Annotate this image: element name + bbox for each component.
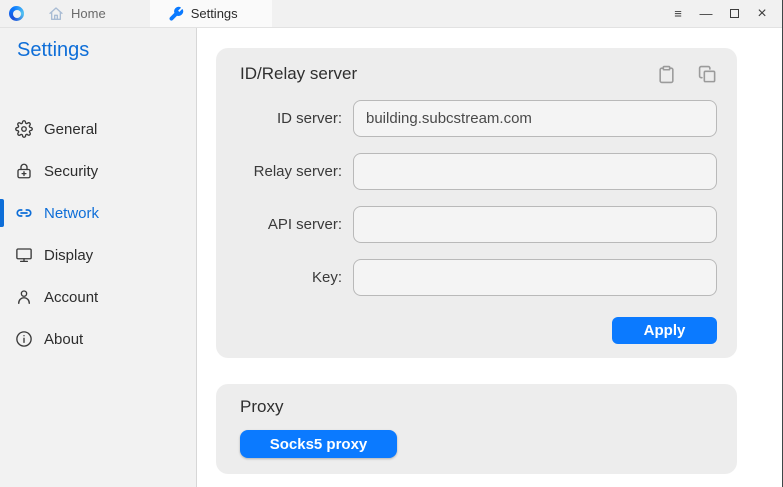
section-title-proxy: Proxy — [240, 397, 713, 417]
key-row: Key: — [240, 259, 717, 296]
relay-server-row: Relay server: — [240, 153, 717, 190]
network-settings-page: ID/Relay server — [197, 28, 782, 487]
sidebar-item-label: Network — [44, 205, 99, 222]
sidebar-item-label: General — [44, 121, 97, 138]
gear-icon — [15, 120, 33, 138]
sidebar-item-account[interactable]: Account — [0, 276, 196, 318]
sidebar-item-about[interactable]: About — [0, 318, 196, 360]
close-icon[interactable]: × — [750, 3, 774, 25]
sidebar-item-label: Account — [44, 289, 98, 306]
copy-icon[interactable] — [698, 65, 717, 84]
api-server-input[interactable] — [353, 206, 717, 243]
sidebar-item-label: About — [44, 331, 83, 348]
tab-home[interactable]: Home — [34, 0, 132, 27]
wrench-icon — [168, 6, 184, 22]
menu-icon[interactable]: ≡ — [666, 3, 690, 25]
key-label: Key: — [240, 269, 353, 286]
relay-server-label: Relay server: — [240, 163, 353, 180]
minimize-icon[interactable]: — — [694, 3, 718, 25]
sidebar: Settings General — [0, 28, 197, 487]
maximize-icon[interactable] — [722, 3, 746, 25]
window-controls: ≡ — × — [666, 0, 782, 27]
proxy-card: Proxy Socks5 proxy — [216, 384, 737, 474]
sidebar-item-display[interactable]: Display — [0, 234, 196, 276]
section-title-id-relay: ID/Relay server — [240, 64, 657, 84]
sidebar-item-label: Display — [44, 247, 93, 264]
monitor-icon — [15, 246, 33, 264]
sidebar-item-security[interactable]: Security — [0, 150, 196, 192]
info-icon — [15, 330, 33, 348]
apply-button[interactable]: Apply — [612, 317, 717, 344]
tab-home-label: Home — [71, 6, 106, 21]
tab-settings-label: Settings — [191, 6, 238, 21]
id-server-input[interactable] — [353, 100, 717, 137]
person-icon — [15, 288, 33, 306]
titlebar: Home Settings ≡ — × — [0, 0, 782, 28]
home-icon — [48, 6, 64, 22]
app-logo-icon — [0, 0, 34, 27]
paste-icon[interactable] — [657, 65, 676, 84]
sidebar-item-general[interactable]: General — [0, 108, 196, 150]
sidebar-item-network[interactable]: Network — [0, 192, 196, 234]
api-server-row: API server: — [240, 206, 717, 243]
id-relay-server-card: ID/Relay server — [216, 48, 737, 358]
page-title: Settings — [0, 39, 196, 62]
link-icon — [15, 204, 33, 222]
socks5-proxy-button[interactable]: Socks5 proxy — [240, 430, 397, 458]
tab-settings[interactable]: Settings — [150, 0, 272, 27]
lock-icon — [15, 162, 33, 180]
id-server-row: ID server: — [240, 100, 717, 137]
relay-server-input[interactable] — [353, 153, 717, 190]
api-server-label: API server: — [240, 216, 353, 233]
id-server-label: ID server: — [240, 110, 353, 127]
key-input[interactable] — [353, 259, 717, 296]
sidebar-item-label: Security — [44, 163, 98, 180]
